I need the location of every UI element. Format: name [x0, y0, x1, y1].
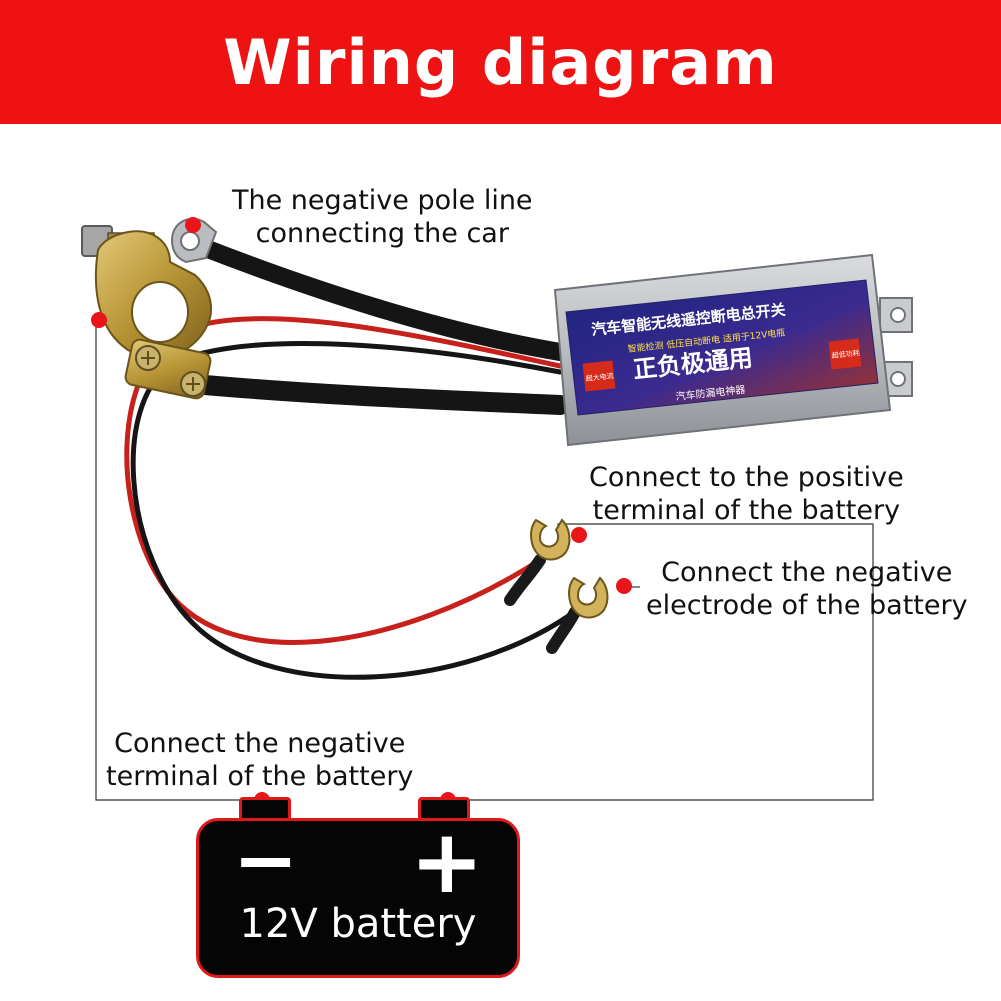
minus-icon: − — [233, 816, 299, 906]
marker-positive-spade — [571, 527, 587, 543]
box-label-panel — [565, 279, 879, 416]
plus-icon: + — [410, 810, 484, 913]
wire-black-thin — [130, 340, 573, 680]
label-negative-pole-line: The negative pole line connecting the ca… — [232, 185, 533, 249]
wire-black-lead — [546, 606, 581, 654]
controller-box: 汽车智能无线遥控断电总开关 智能检测 低压自动断电 适用于12V电瓶 正负极通用… — [553, 253, 913, 447]
badge-left — [582, 360, 616, 392]
label-positive-terminal: Connect to the positive terminal of the … — [589, 462, 904, 526]
ring-terminal-car — [170, 217, 218, 264]
battery-post-negative — [239, 797, 291, 821]
battery-label: 12V battery — [239, 901, 477, 947]
label-negative-terminal: Connect the negative terminal of the bat… — [106, 728, 414, 792]
battery-clamp — [81, 225, 212, 400]
page-title: Wiring diagram — [223, 25, 778, 99]
device-badge-right: 超低功耗 — [831, 348, 860, 360]
header-banner: Wiring diagram — [0, 0, 1001, 124]
spade-terminal-positive — [530, 518, 571, 561]
label-negative-electrode: Connect the negative electrode of the ba… — [646, 557, 968, 621]
marker-negative-pole — [185, 217, 201, 233]
clamp-hole — [131, 281, 189, 343]
device-badge-left: 超大电流 — [585, 371, 614, 383]
wire-clamp-black — [195, 375, 570, 415]
marker-clamp — [91, 312, 107, 328]
wires — [124, 237, 581, 680]
battery-post-positive — [418, 797, 470, 821]
wire-red-lead — [504, 554, 546, 606]
leader-line-negative-terminal — [95, 320, 262, 801]
wire-negative-pole-black — [191, 237, 569, 361]
marker-negative-spade — [616, 578, 632, 594]
battery-icon — [196, 818, 520, 978]
spade-terminal-negative — [568, 576, 609, 619]
wire-red-main — [124, 316, 563, 645]
badge-right — [828, 338, 862, 370]
